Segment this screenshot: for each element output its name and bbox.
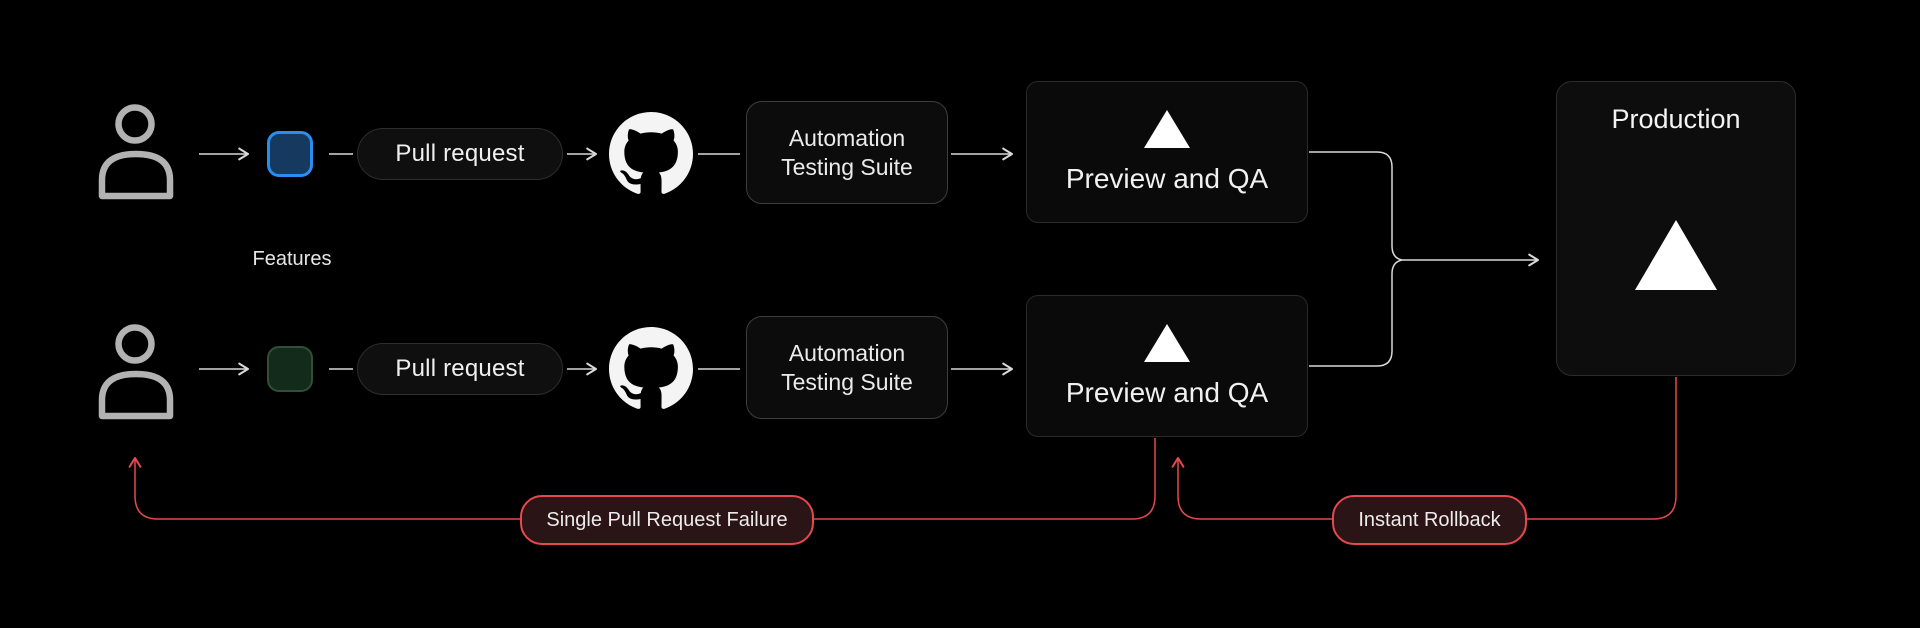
preview-qa-box: Preview and QA	[1026, 295, 1308, 437]
vercel-triangle-icon	[1144, 109, 1190, 148]
automation-line1: Automation	[788, 339, 906, 366]
github-icon	[609, 112, 693, 194]
feature-branch-node	[267, 346, 313, 392]
vercel-triangle-icon	[1635, 220, 1717, 290]
pull-request-pill: Pull request	[357, 343, 563, 395]
pull-request-pill: Pull request	[357, 128, 563, 180]
failure-callout-label: Single Pull Request Failure	[546, 508, 788, 531]
features-label: Features	[252, 248, 332, 270]
automation-line1: Automation	[788, 124, 906, 151]
single-pull-request-failure-callout: Single Pull Request Failure	[520, 495, 814, 545]
person-icon	[98, 104, 174, 200]
automation-line2: Testing Suite	[781, 368, 913, 395]
person-icon	[98, 324, 174, 420]
vercel-triangle-icon	[1144, 323, 1190, 362]
pull-request-label: Pull request	[395, 140, 525, 167]
pull-request-label: Pull request	[395, 355, 525, 382]
preview-qa-label: Preview and QA	[1065, 162, 1269, 194]
preview-qa-label: Preview and QA	[1065, 376, 1269, 408]
automation-testing-suite-box: Automation Testing Suite	[746, 316, 948, 419]
preview-qa-box: Preview and QA	[1026, 81, 1308, 223]
feature-branch-node	[267, 131, 313, 177]
automation-line2: Testing Suite	[781, 153, 913, 180]
instant-rollback-callout: Instant Rollback	[1332, 495, 1527, 545]
rollback-callout-label: Instant Rollback	[1358, 508, 1501, 531]
automation-testing-suite-box: Automation Testing Suite	[746, 101, 948, 204]
production-triangle-wrap	[1635, 135, 1717, 375]
production-box: Production	[1556, 81, 1796, 376]
github-icon	[609, 327, 693, 409]
production-label: Production	[1611, 104, 1741, 134]
merge-brace-wires	[1309, 151, 1540, 367]
